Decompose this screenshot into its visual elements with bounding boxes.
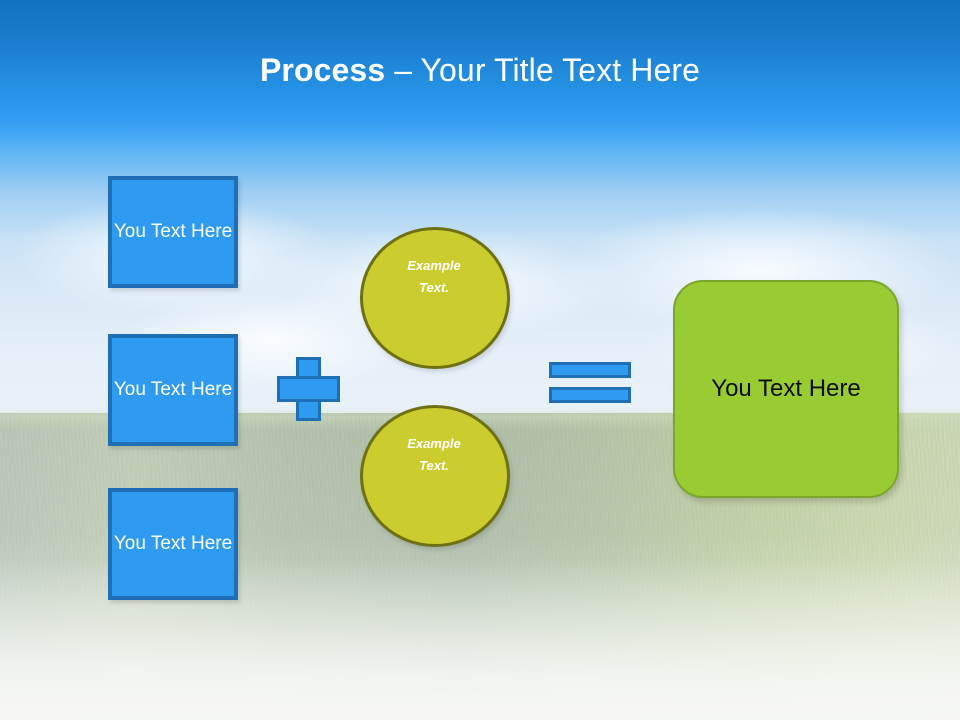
example-circle-1-line2: Text.: [419, 280, 449, 295]
input-box-1-label: You Text Here: [113, 221, 233, 242]
equals-icon: [549, 362, 631, 403]
plus-icon-center-fill: [299, 379, 318, 399]
example-circle-2-line1: Example: [407, 436, 461, 451]
page-title-strong: Process: [259, 52, 386, 88]
result-box[interactable]: You Text Here: [673, 280, 899, 498]
example-circle-1-line1: Example: [407, 258, 461, 273]
page-title-rest: – Your Title Text Here: [385, 52, 701, 88]
plus-icon: [277, 357, 340, 421]
equals-icon-bottom-bar: [549, 387, 631, 403]
input-box-3[interactable]: You Text Here: [108, 488, 238, 600]
equals-icon-top-bar: [549, 362, 631, 378]
example-circle-2-line2: Text.: [419, 458, 449, 473]
page-title: Process – Your Title Text Here: [0, 50, 960, 90]
result-box-label: You Text Here: [711, 375, 861, 402]
input-box-3-label: You Text Here: [113, 533, 233, 554]
input-box-2-label: You Text Here: [113, 379, 233, 400]
input-box-1[interactable]: You Text Here: [108, 176, 238, 288]
input-box-2[interactable]: You Text Here: [108, 334, 238, 446]
